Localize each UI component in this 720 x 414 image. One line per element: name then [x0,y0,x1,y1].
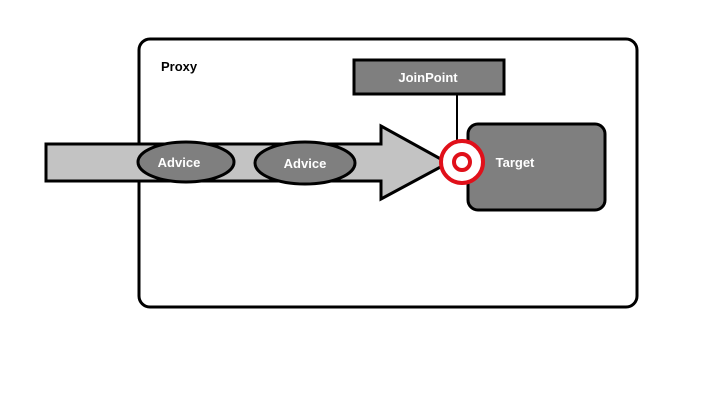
advice-node-1 [136,140,236,184]
joinpoint-box [352,58,506,96]
joinpoint-label: JoinPoint [398,70,458,85]
target-label: Target [496,155,535,170]
advice-node-2 [253,140,357,186]
flow-arrow [44,123,452,202]
advice-label-1: Advice [158,155,201,170]
advice-label-2: Advice [284,156,327,171]
proxy-label: Proxy [161,59,198,74]
target-box [466,122,607,212]
joinpoint-target-icon-inner [452,152,472,172]
